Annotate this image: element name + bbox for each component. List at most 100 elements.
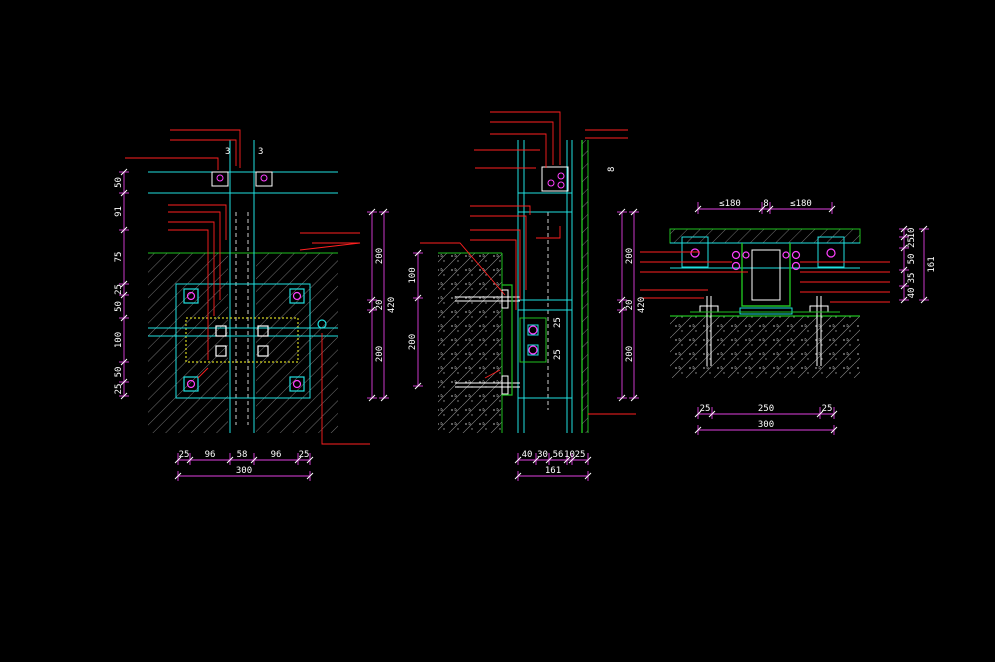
left-right-total-slash [380, 208, 388, 216]
middle-right-dims-slash [618, 394, 626, 402]
right-top-dims-slash [766, 205, 774, 213]
middle-right-dims-label: 200 [625, 248, 635, 264]
middle-left-dims-slash [414, 294, 422, 302]
left-side-dims-slash [120, 378, 128, 386]
right-side-dims-slash [900, 244, 908, 252]
right-center-bolts [731, 250, 801, 271]
left-right-dims-label: 200 [375, 346, 385, 362]
left-side-dims-slash [120, 226, 128, 234]
middle-left-dims-slash [414, 382, 422, 390]
right-bottom-dims-label: 250 [758, 404, 774, 414]
right-side-total-slash [920, 296, 928, 304]
middle-inner-dim-1: 25 [553, 317, 563, 328]
right-concrete-slab [670, 316, 860, 378]
right-side-dims-label: 40 [907, 288, 917, 299]
middle-right-dims-slash [618, 208, 626, 216]
left-side-dims-label: 100 [114, 332, 124, 348]
right-bottom-dims-slash [708, 410, 716, 418]
left-bolt-group [183, 288, 327, 392]
left-right-total-slash [380, 394, 388, 402]
right-side-dims-slash [900, 225, 908, 233]
left-side-dims-label: 25 [114, 284, 124, 295]
middle-bottom-total-label: 161 [545, 466, 561, 476]
left-bottom-dims-label: 58 [237, 450, 248, 460]
middle-inner-dim-2: 25 [553, 349, 563, 360]
left-right-total-label: 420 [387, 297, 397, 313]
middle-bottom-dims-label: 30 [537, 450, 548, 460]
middle-bottom-dims-label: 40 [522, 450, 533, 460]
left-right-dims-label: 200 [375, 248, 385, 264]
middle-bottom-dims-slash [584, 456, 592, 464]
middle-left-dims-slash [414, 249, 422, 257]
left-wall-hatch-left [148, 253, 228, 433]
left-side-dims-slash [120, 291, 128, 299]
middle-right-dims-label: 200 [625, 346, 635, 362]
left-bottom-dims-slash [306, 456, 314, 464]
left-side-dims-slash [120, 280, 128, 288]
middle-leaders [420, 111, 636, 415]
right-top-dims-label: ≤180 [719, 199, 741, 209]
left-side-dims-slash [120, 314, 128, 322]
right-side-dims-slash [900, 233, 908, 241]
left-embed-plate [175, 283, 311, 399]
right-top-dims-label: ≤180 [790, 199, 812, 209]
right-side-dims-slash [900, 296, 908, 304]
left-wall-hatch-right [256, 253, 338, 433]
left-bottom-dims-label: 96 [271, 450, 282, 460]
right-top-dims-slash [828, 205, 836, 213]
middle-bottom-total-slash [584, 472, 592, 480]
middle-bottom-dims-label: 56 [553, 450, 564, 460]
middle-left-dims-label: 100 [408, 267, 418, 283]
left-side-dims-label: 50 [114, 177, 124, 188]
middle-bottom-dims-slash [514, 456, 522, 464]
left-side-dims-slash [120, 168, 128, 176]
middle-right-dims-slash [618, 306, 626, 314]
middle-left-dims-label: 200 [408, 334, 418, 350]
left-side-dims-label: 75 [114, 252, 124, 263]
middle-detail: 8 25 25 [420, 111, 636, 433]
left-bottom-total-slash [306, 472, 314, 480]
middle-bottom-dims-slash [568, 456, 576, 464]
middle-right-total-slash [630, 208, 638, 216]
right-bottom-dims-label: 25 [822, 404, 833, 414]
left-bottom-dims-slash [294, 456, 302, 464]
right-side-dims-label: 35 [907, 273, 917, 284]
right-top-dims-slash [694, 205, 702, 213]
left-side-dims-label: 25 [114, 384, 124, 395]
right-side-dims-slash [900, 266, 908, 274]
middle-right-dims-label: 20 [625, 300, 635, 311]
right-side-total-label: 161 [927, 256, 937, 272]
left-side-dims-slash [120, 358, 128, 366]
middle-bottom-dims-label: 10 [564, 450, 575, 460]
right-anchor-bolts [699, 296, 829, 366]
middle-top-mark: 8 [607, 167, 617, 172]
middle-bottom-dims-slash [563, 456, 571, 464]
left-bottom-dims-slash [174, 456, 182, 464]
right-side-total-slash [920, 225, 928, 233]
left-steel-channel [185, 317, 299, 363]
right-leaders [640, 251, 890, 303]
right-bottom-dims-slash [694, 410, 702, 418]
left-bottom-dims-label: 96 [205, 450, 216, 460]
middle-anchor-bolts [455, 289, 520, 395]
left-top-mark-2: 3 [258, 147, 263, 157]
right-top-dims-slash [758, 205, 766, 213]
right-top-dims-label: 8 [763, 199, 768, 209]
right-bottom-dims-slash [830, 410, 838, 418]
left-side-dims-slash [120, 189, 128, 197]
right-side-dims-label: 25 [907, 237, 917, 248]
right-side-dims-label: 10 [907, 228, 917, 239]
middle-right-total-slash [630, 394, 638, 402]
right-bottom-dims-label: 25 [700, 404, 711, 414]
left-right-dims-slash [368, 296, 376, 304]
left-top-mark-1: 3 [225, 147, 230, 157]
left-detail: 3 3 [125, 129, 370, 445]
right-detail [640, 228, 890, 378]
middle-concrete-wall [438, 253, 502, 433]
left-right-dims-label: 20 [375, 300, 385, 311]
left-bottom-dims-label: 25 [299, 450, 310, 460]
left-bottom-total-slash [174, 472, 182, 480]
left-side-dims-label: 50 [114, 367, 124, 378]
right-bottom-total-label: 300 [758, 420, 774, 430]
